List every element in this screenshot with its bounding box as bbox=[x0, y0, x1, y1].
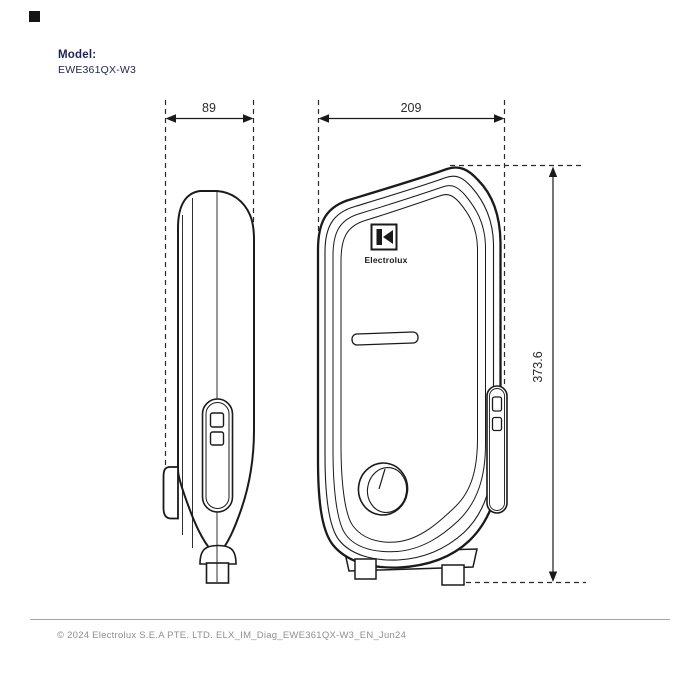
brand-wordmark: Electrolux bbox=[364, 255, 407, 265]
footer-divider bbox=[30, 619, 670, 620]
footer-copyright: © 2024 Electrolux S.E.A PTE. LTD. ELX_IM… bbox=[57, 630, 407, 641]
extension-lines bbox=[164, 100, 586, 584]
handle-button-icon bbox=[491, 416, 503, 432]
model-block: Model: EWE361QX-W3 bbox=[58, 49, 136, 76]
temperature-knob bbox=[357, 462, 409, 516]
page-corner-mark-icon bbox=[29, 11, 40, 22]
outlet-pipe bbox=[205, 562, 230, 584]
side-view bbox=[162, 190, 255, 584]
front-view: Electrolux bbox=[316, 166, 508, 586]
dimension-side-width: 89 bbox=[165, 101, 254, 123]
outlet-dome bbox=[199, 544, 237, 565]
dimension-height: 373.6 bbox=[531, 166, 558, 582]
electrolux-logo-icon bbox=[370, 223, 398, 251]
dim-label-front-width: 209 bbox=[401, 101, 422, 115]
left-foot bbox=[354, 558, 377, 580]
dim-label-side-width: 89 bbox=[202, 101, 216, 115]
side-button-icon bbox=[209, 431, 225, 446]
dim-label-height: 373.6 bbox=[531, 351, 545, 382]
model-label: Model: bbox=[58, 49, 97, 61]
model-value: EWE361QX-W3 bbox=[58, 64, 137, 76]
right-handle-panel bbox=[486, 385, 508, 514]
side-button-icon bbox=[209, 412, 225, 428]
right-foot bbox=[441, 564, 465, 586]
side-control-panel bbox=[201, 398, 234, 513]
mount-bracket bbox=[162, 466, 179, 520]
dimension-front-width: 209 bbox=[318, 101, 505, 123]
vent-slot bbox=[351, 331, 419, 346]
handle-button-icon bbox=[491, 396, 503, 412]
